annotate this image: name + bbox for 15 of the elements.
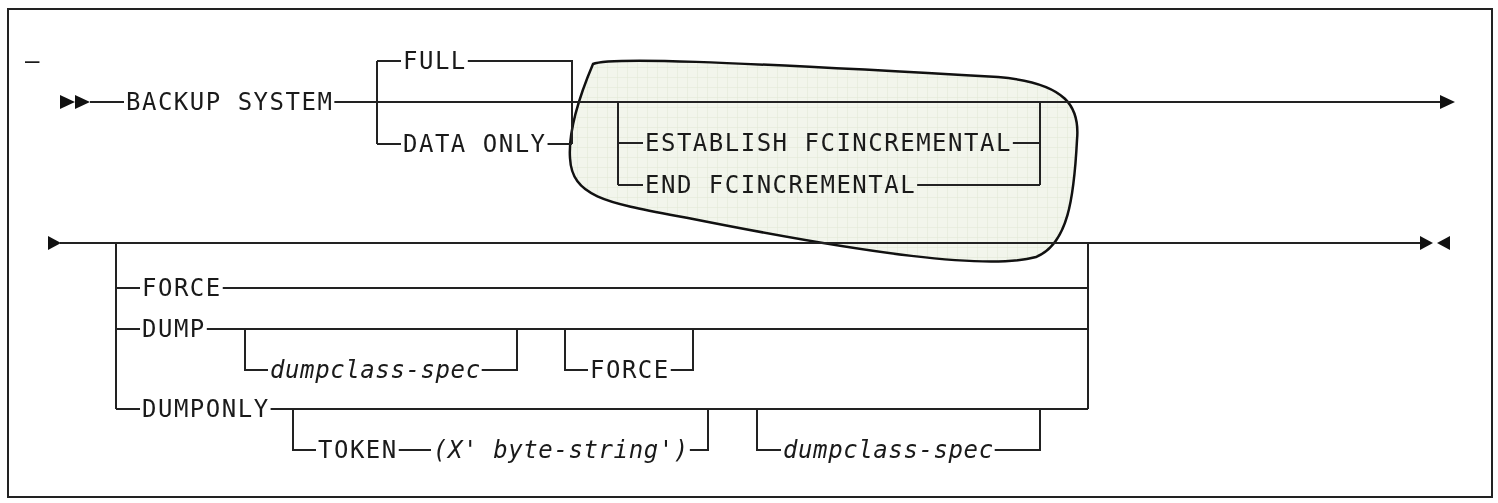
syntax-keyword: DUMPONLY — [142, 397, 270, 421]
highlight-blob — [568, 58, 1080, 266]
syntax-keyword: FORCE — [142, 276, 222, 300]
syntax-keyword: ESTABLISH FCINCREMENTAL — [645, 131, 1012, 155]
syntax-keyword: FORCE — [590, 358, 670, 382]
syntax-keyword: END FCINCREMENTAL — [645, 173, 917, 197]
syntax-variable: dumpclass-spec — [783, 438, 994, 462]
dash-text: – — [25, 49, 41, 73]
syntax-variable: (X' byte-string') — [433, 438, 689, 462]
syntax-variable: dumpclass-spec — [270, 358, 481, 382]
syntax-keyword: DUMP — [142, 317, 206, 341]
syntax-keyword: TOKEN — [318, 438, 398, 462]
syntax-keyword: FULL — [403, 49, 467, 73]
syntax-keyword: DATA ONLY — [403, 132, 547, 156]
syntax-keyword: BACKUP SYSTEM — [126, 90, 334, 114]
